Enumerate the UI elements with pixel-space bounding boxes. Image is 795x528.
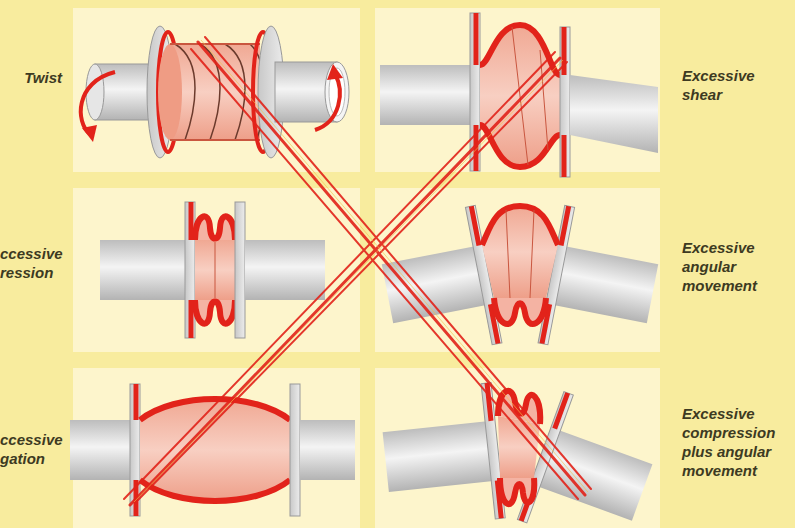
failure-mode-label: ccessive gation	[0, 430, 68, 468]
failure-mode-label: Excessive shear	[682, 66, 766, 104]
failure-mode-label: Excessive compression plus angular movem…	[682, 404, 792, 480]
failure-mode-label: Twist	[0, 68, 62, 87]
failure-mode-label: Excessive angular movement	[682, 238, 780, 295]
failure-mode-label: ccessive ression	[0, 244, 68, 282]
